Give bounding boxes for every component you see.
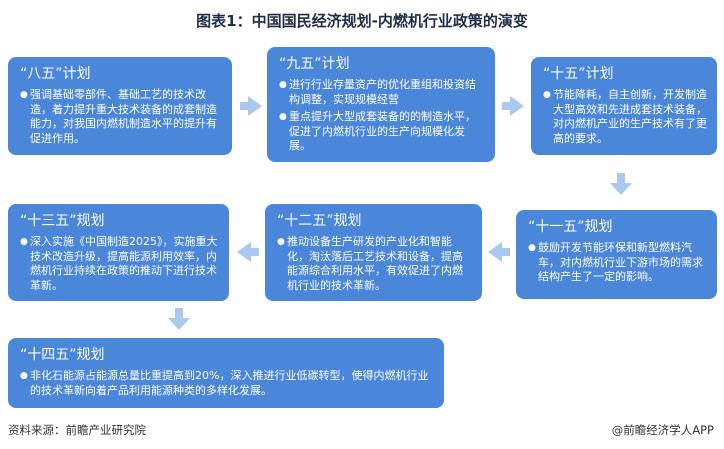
plan-item-text: 节能降耗，自主创新，开发制造大型高效和先进成套技术装备，对内燃机产业的生产技术有… <box>553 88 707 145</box>
plan-item: ●鼓励开发节能环保和新型燃料汽车，对内燃机行业下游市场的需求结构产生了一定的影响… <box>528 241 707 285</box>
plan-item-text: 重点提升大型成套装备的的制造水平，促进了内燃机行业的生产向规模化发展。 <box>289 110 476 152</box>
plan-item: ●进行行业存量资产的优化重组和投资结构调整，实现规模经营 <box>279 78 485 107</box>
plan-heading: “十四五”规划 <box>20 347 105 363</box>
bullet-icon: ● <box>279 112 287 122</box>
plan-heading: “十一五”规划 <box>528 219 613 235</box>
plan-box-9th: “九五”计划 ●进行行业存量资产的优化重组和投资结构调整，实现规模经营 ●重点提… <box>267 47 495 162</box>
bullet-icon: ● <box>20 90 28 100</box>
plan-item: ●深入实施《中国制造2025》，实施重大技术改造升级，提高能源利用效率，内燃机行… <box>20 235 219 293</box>
plan-heading: “十三五”规划 <box>20 213 105 229</box>
plan-item: ●强调基础零部件、基础工艺的技术改造，着力提升重大技术装备的成套制造能力，对我国… <box>20 88 222 146</box>
bullet-icon: ● <box>543 90 551 100</box>
plan-item: ●节能降耗，自主创新，开发制造大型高效和先进成套技术装备，对内燃机产业的生产技术… <box>543 88 707 146</box>
bullet-icon: ● <box>277 237 285 247</box>
credit-note: @前瞻经济学人APP <box>611 423 714 437</box>
source-note: 资料来源：前瞻产业研究院 <box>8 423 146 437</box>
arrow-left-icon <box>237 242 259 262</box>
plan-box-11th: “十一五”规划 ●鼓励开发节能环保和新型燃料汽车，对内燃机行业下游市场的需求结构… <box>516 210 717 299</box>
plan-item: ●推动设备生产研发的产业化和智能化，淘汰落后工艺技术和设备，提高能源综合利用水平… <box>277 235 472 293</box>
plan-item-text: 深入实施《中国制造2025》，实施重大技术改造升级，提高能源利用效率，内燃机行业… <box>30 235 218 292</box>
plan-item-text: 强调基础零部件、基础工艺的技术改造，着力提升重大技术装备的成套制造能力，对我国内… <box>30 88 217 145</box>
plan-heading: “十五”计划 <box>543 66 614 82</box>
plan-item: ●非化石能源占能源总量比重提高到20%，深入推进行业低碳转型，使得内燃机行业的技… <box>20 369 434 398</box>
plan-item-text: 推动设备生产研发的产业化和智能化，淘汰落后工艺技术和设备，提高能源综合利用水平，… <box>287 235 463 292</box>
plan-box-8th: “八五”计划 ●强调基础零部件、基础工艺的技术改造，着力提升重大技术装备的成套制… <box>8 57 232 155</box>
arrow-down-icon <box>610 173 632 195</box>
plan-heading: “八五”计划 <box>20 66 91 82</box>
chart-title: 图表1：中国国民经济规划-内燃机行业政策的演变 <box>196 12 528 30</box>
plan-item-text: 非化石能源占能源总量比重提高到20%，深入推进行业低碳转型，使得内燃机行业的技术… <box>30 369 429 397</box>
plan-box-14th: “十四五”规划 ●非化石能源占能源总量比重提高到20%，深入推进行业低碳转型，使… <box>8 338 444 408</box>
plan-heading: “十二五”规划 <box>277 213 362 229</box>
plan-item-text: 进行行业存量资产的优化重组和投资结构调整，实现规模经营 <box>289 78 476 106</box>
plan-item: ●重点提升大型成套装备的的制造水平，促进了内燃机行业的生产向规模化发展。 <box>279 110 485 154</box>
arrow-right-icon <box>240 96 262 116</box>
bullet-icon: ● <box>20 371 28 381</box>
arrow-right-icon <box>502 96 524 116</box>
plan-box-13th: “十三五”规划 ●深入实施《中国制造2025》，实施重大技术改造升级，提高能源利… <box>8 204 229 301</box>
arrow-left-icon <box>488 242 510 262</box>
arrow-down-icon <box>168 308 190 330</box>
plan-box-12th: “十二五”规划 ●推动设备生产研发的产业化和智能化，淘汰落后工艺技术和设备，提高… <box>265 204 482 301</box>
plan-heading: “九五”计划 <box>279 56 350 72</box>
bullet-icon: ● <box>20 237 28 247</box>
plan-item-text: 鼓励开发节能环保和新型燃料汽车，对内燃机行业下游市场的需求结构产生了一定的影响。 <box>538 241 703 283</box>
bullet-icon: ● <box>279 80 287 90</box>
bullet-icon: ● <box>528 243 536 253</box>
plan-box-10th: “十五”计划 ●节能降耗，自主创新，开发制造大型高效和先进成套技术装备，对内燃机… <box>531 57 717 155</box>
